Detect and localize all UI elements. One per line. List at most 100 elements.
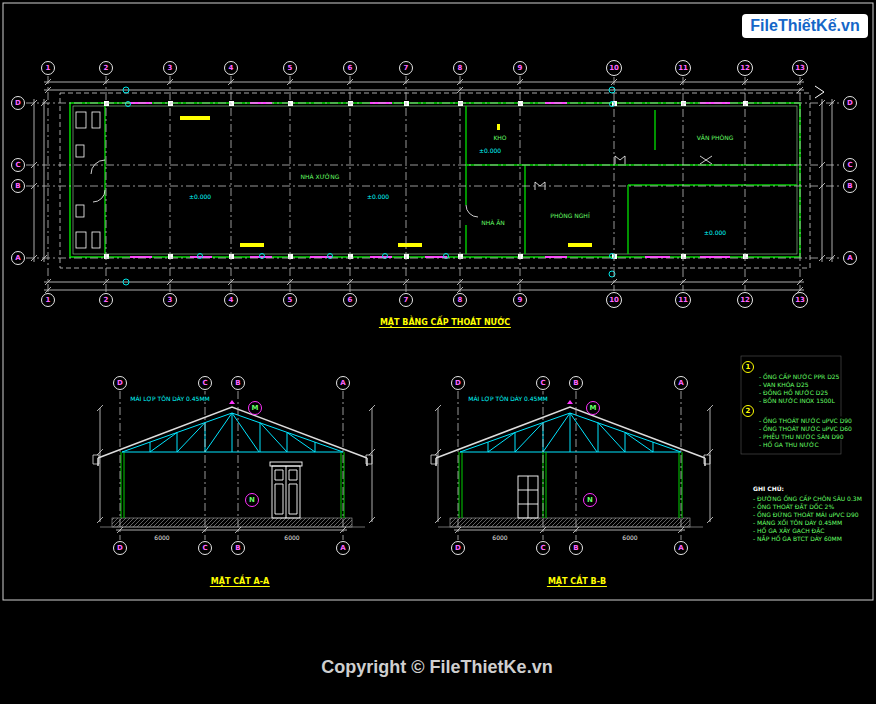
axis-label: B — [573, 380, 578, 387]
axis-bubble: 12 — [737, 292, 753, 308]
roof — [98, 407, 367, 466]
exterior-wall — [70, 103, 800, 257]
axis-bubble: D — [843, 96, 857, 110]
note-number: 2 — [746, 408, 751, 415]
axis-label: B — [235, 545, 240, 552]
drawing-title: MẶT CẮT B-B — [547, 577, 607, 587]
axis-label: B — [573, 545, 578, 552]
door-panel — [275, 466, 297, 518]
drawing-title: MẶT CẮT A-A — [210, 577, 270, 587]
grid-line — [800, 77, 801, 291]
axis-bubble: D — [113, 541, 127, 555]
logo-badge: FileThiếtKế.vn — [742, 14, 868, 38]
axis-label: A — [15, 255, 20, 262]
axis-bubble: 6 — [343, 61, 357, 75]
note-text: - ỐNG ĐỨNG THOÁT MÁI uPVC D90 — [752, 511, 860, 518]
axis-bubble: A — [336, 376, 350, 390]
floor-slab — [112, 518, 352, 527]
axis-bubble: A — [843, 251, 857, 265]
room-name: NHÀ XƯỞNG — [300, 173, 341, 180]
axis-label: D — [117, 380, 123, 387]
tag-label: N — [249, 497, 255, 504]
note-text: - MÁNG XỐI TÔN DÀY 0.45MM — [752, 519, 843, 526]
fixture — [76, 232, 86, 248]
door-swing — [91, 160, 478, 217]
dimension-tick — [31, 100, 835, 261]
axis-label: B — [235, 380, 240, 387]
fixture — [92, 232, 100, 248]
axis-label: 1 — [46, 297, 51, 304]
note-number: 1 — [746, 364, 751, 371]
tag-label: N — [587, 497, 593, 504]
axis-label: D — [117, 545, 123, 552]
tag-label: M — [590, 405, 597, 412]
yellow-bar — [240, 243, 264, 247]
yellow-marks — [180, 116, 592, 247]
axis-bubble: 3 — [163, 293, 177, 307]
window-mark — [130, 103, 730, 257]
axis-bubble: B — [569, 541, 583, 555]
note-text: - ỐNG CẤP NƯỚC PPR D25 — [758, 373, 840, 380]
axis-label: 11 — [678, 65, 688, 72]
axis-bubble: 1 — [41, 61, 55, 75]
axis-label: C — [202, 545, 207, 552]
grid-line — [48, 76, 49, 292]
axis-bubble: 7 — [399, 293, 413, 307]
roof-note: MÁI LỢP TÔN DÀY 0.45MM — [467, 395, 549, 402]
axis-label: 10 — [609, 65, 619, 72]
note-text: - HỐ GA XÂY GẠCH ĐẶC — [752, 527, 826, 534]
manhole — [123, 279, 129, 285]
note-text: - VAN KHÓA D25 — [758, 381, 810, 388]
dimension-line — [116, 527, 347, 533]
axis-bubble: 10 — [606, 60, 622, 76]
grid-line — [350, 76, 351, 292]
axis-bubble: A — [674, 376, 688, 390]
note-bubble: 1 — [742, 361, 754, 373]
axis-label: D — [455, 380, 461, 387]
grid-line — [26, 165, 842, 166]
axis-label: 12 — [740, 65, 750, 72]
wall — [121, 452, 344, 518]
axis-bubble: 10 — [606, 292, 622, 308]
axis-label: C — [202, 380, 207, 387]
axis-label: 3 — [168, 65, 173, 72]
note-text: - HỐ GA THU NƯỚC — [758, 441, 820, 448]
axis-bubble: D — [113, 376, 127, 390]
axis-label: 13 — [795, 297, 805, 304]
drawing-title: MẶT BẰNG CẤP THOÁT NƯỚC — [379, 318, 511, 328]
axis-bubble: 5 — [283, 293, 297, 307]
section-tag: N — [583, 493, 597, 507]
level-mark: ±0.000 — [703, 229, 727, 236]
window-mullion — [518, 476, 538, 518]
axis-bubble: 12 — [737, 60, 753, 76]
axis-bubble: 13 — [792, 292, 808, 308]
axis-label: 6 — [348, 65, 353, 72]
dimension: 6000 — [491, 534, 508, 541]
axis-label: C — [847, 162, 852, 169]
axis-bubble: B — [843, 179, 857, 193]
note-text: - ỐNG THOÁT NƯỚC uPVC D60 — [758, 425, 853, 432]
axis-label: 13 — [795, 65, 805, 72]
axis-label: 9 — [518, 65, 523, 72]
axis-bubble: 4 — [224, 61, 238, 75]
axis-bubble: 1 — [41, 293, 55, 307]
axis-bubble: 8 — [453, 293, 467, 307]
toilet-fixtures — [76, 112, 712, 248]
axis-label: A — [678, 380, 683, 387]
axis-bubble: D — [451, 541, 465, 555]
grid-line — [26, 258, 842, 259]
axis-bubble: C — [536, 541, 550, 555]
section-base — [93, 400, 375, 533]
yellow-bar — [497, 124, 500, 130]
axis-label: D — [455, 545, 461, 552]
grid-line — [576, 391, 577, 540]
axis-bubble: 4 — [224, 293, 238, 307]
axis-label: D — [15, 100, 21, 107]
grid-line — [458, 391, 459, 540]
dimension-line — [97, 405, 375, 523]
axis-label: 3 — [168, 297, 173, 304]
fixture — [76, 112, 86, 128]
axis-label: C — [540, 545, 545, 552]
grid-line — [543, 391, 544, 540]
